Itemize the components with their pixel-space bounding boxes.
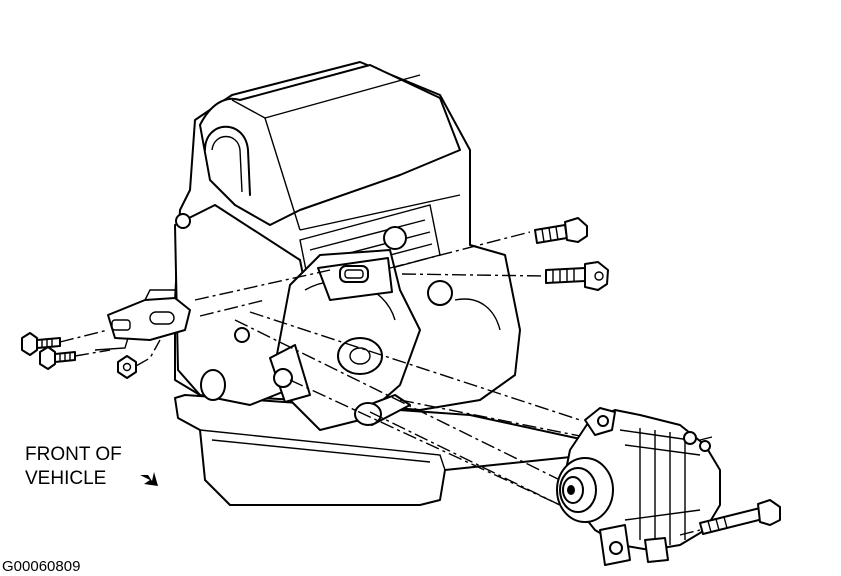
front-label-line1: FRONT OF: [25, 444, 122, 465]
brace-bolts: [21, 332, 137, 379]
front-of-vehicle-label: FRONT OF VEHICLE: [25, 443, 122, 491]
alternator: [556, 407, 721, 566]
upper-bolts: [534, 217, 609, 291]
front-label-line2: VEHICLE: [25, 468, 107, 489]
alternator-bracket: [269, 249, 421, 431]
figure-id: G00060809: [2, 558, 81, 575]
arrow-down-right-icon: [140, 472, 158, 486]
bolt-lower-left: [39, 346, 76, 370]
adjusting-brace: [94, 289, 191, 351]
bolt-middle: [545, 261, 609, 291]
bolt-top: [534, 217, 588, 244]
oil-pan: [174, 394, 591, 506]
alignment-lines: [59, 231, 591, 511]
pivot-bolt: [679, 499, 781, 536]
engine-block: [174, 61, 521, 411]
bolt-upper-left: [21, 332, 61, 356]
nut: [117, 355, 137, 379]
